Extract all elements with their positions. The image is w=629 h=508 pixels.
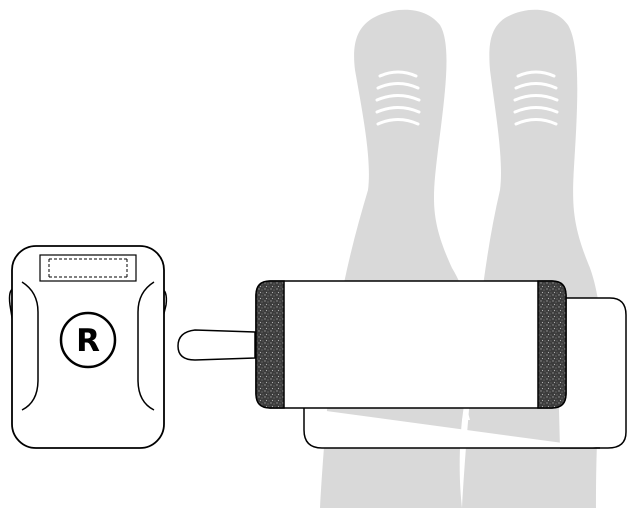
- strap-back-loop-right: [556, 297, 627, 449]
- device-logo-letter: R: [76, 323, 100, 359]
- connector-tube: [177, 329, 256, 361]
- main-strap: [255, 280, 567, 409]
- device-right-grip: [137, 281, 155, 411]
- device-unit: R: [8, 245, 168, 449]
- toe-lines: [375, 70, 559, 126]
- knee-gap: [462, 405, 470, 420]
- velcro-right: [537, 280, 567, 409]
- velcro-left: [255, 280, 285, 409]
- strap-band: [303, 297, 627, 449]
- strap-back-loop-bottom: [303, 408, 600, 449]
- device-left-grip: [21, 281, 39, 411]
- strap-body: [255, 280, 567, 409]
- device-logo-button[interactable]: [59, 311, 117, 369]
